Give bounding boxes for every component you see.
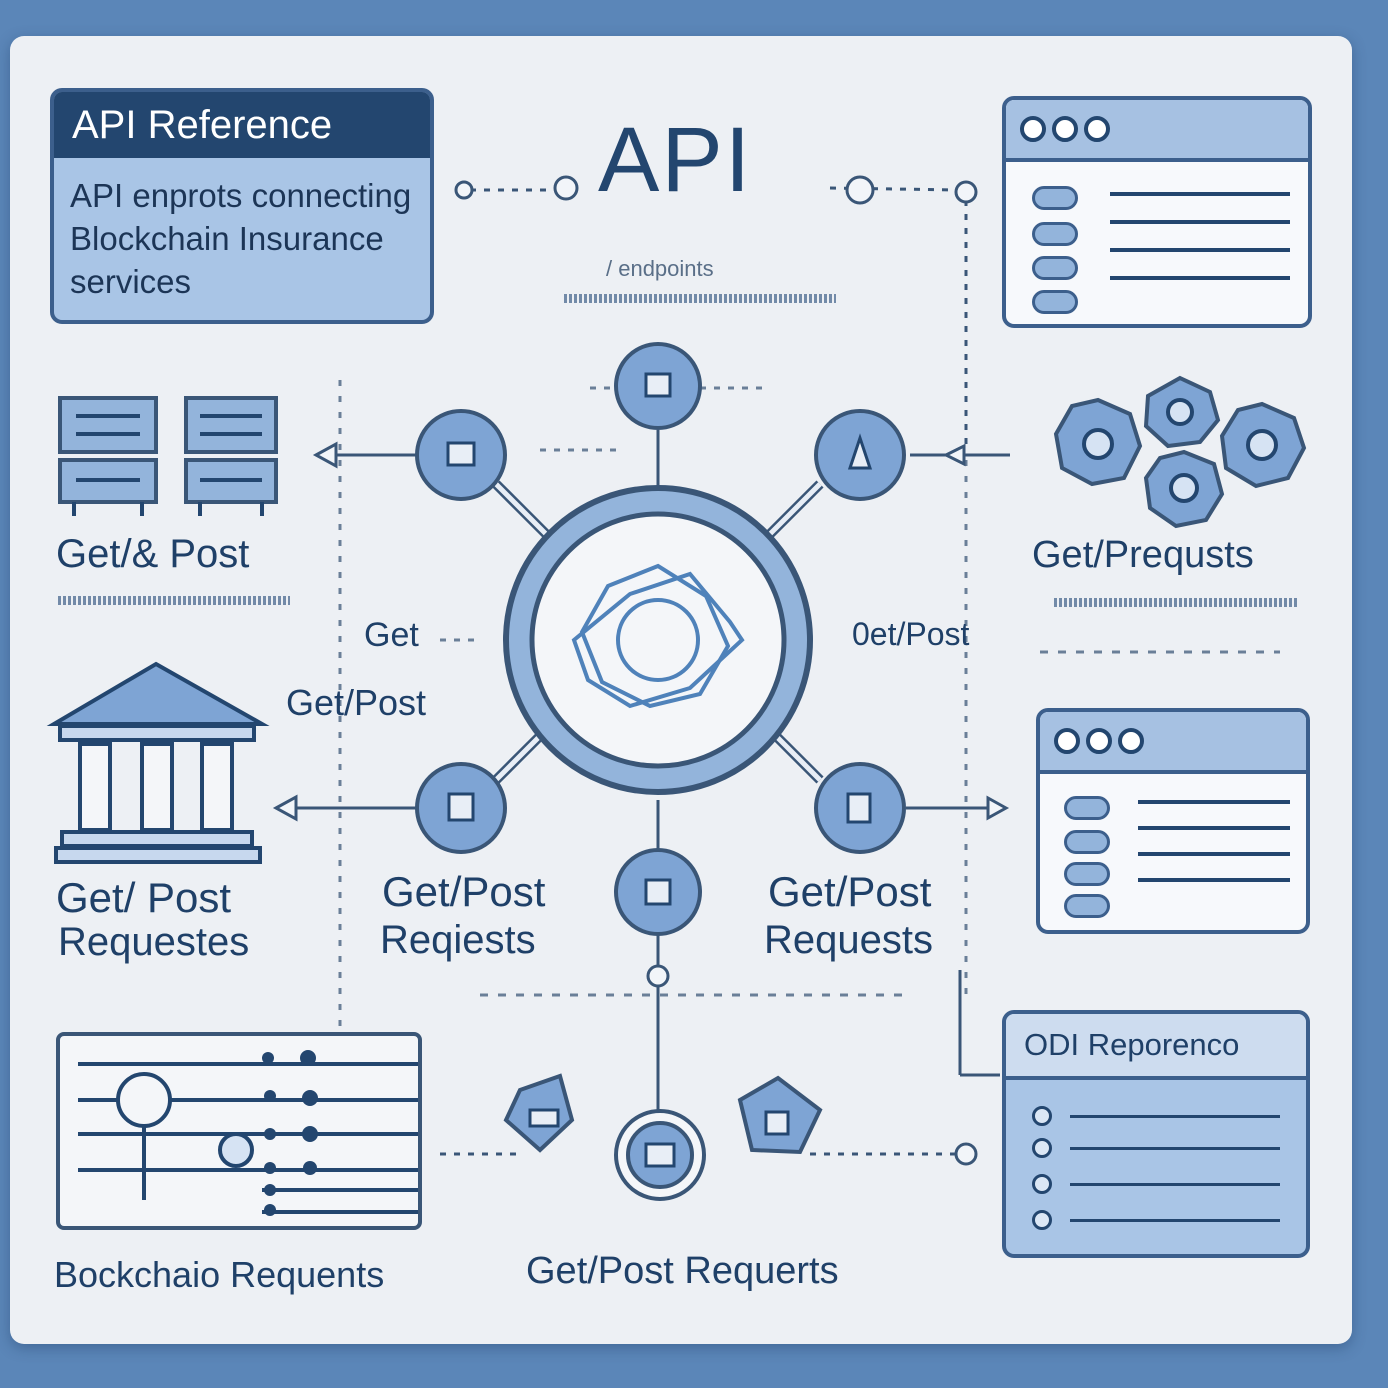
text-line	[1138, 852, 1290, 856]
label-get-post-requerts: Get/Post Requerts	[526, 1250, 839, 1292]
window-row	[1064, 796, 1110, 820]
caption-scribble	[1054, 598, 1298, 607]
reference-item	[1032, 1210, 1280, 1230]
text-line	[1070, 1146, 1280, 1150]
window-row	[1032, 290, 1078, 314]
toggle-pill-icon	[1032, 290, 1078, 314]
text-line	[1138, 800, 1290, 804]
window-dot-icon	[1052, 116, 1078, 142]
text-line	[1070, 1218, 1280, 1222]
toggle-pill-icon	[1064, 894, 1110, 918]
window-dot-icon	[1118, 728, 1144, 754]
bullet-icon	[1032, 1106, 1052, 1126]
window-row	[1032, 222, 1078, 246]
label-center-left-1: Get/Post	[382, 868, 546, 915]
bullet-icon	[1032, 1174, 1052, 1194]
toggle-pill-icon	[1064, 796, 1110, 820]
window-dot-icon	[1086, 728, 1112, 754]
toggle-pill-icon	[1064, 830, 1110, 854]
reference-window-title: ODI Reporenco	[1006, 1014, 1306, 1080]
label-get: Get	[364, 616, 419, 654]
toggle-pill-icon	[1032, 186, 1078, 210]
api-reference-line-1: API enprots connecting	[70, 177, 412, 214]
reference-window: ODI Reporenco	[1002, 1010, 1310, 1258]
text-line	[1070, 1114, 1280, 1118]
label-center-right-2: Requests	[764, 918, 933, 962]
window-row	[1064, 830, 1110, 854]
api-reference-description: API enprots connecting Blockchain Insura…	[54, 158, 430, 303]
window-titlebar	[1006, 100, 1308, 162]
text-line	[1138, 878, 1290, 882]
reference-item	[1032, 1174, 1280, 1194]
api-reference-line-3: services	[70, 263, 192, 300]
window-dot-icon	[1054, 728, 1080, 754]
window-row	[1032, 256, 1078, 280]
window-dot-icon	[1084, 116, 1110, 142]
endpoint-subtitle: / endpoints	[606, 256, 714, 281]
text-line	[1138, 826, 1290, 830]
caption-scribble	[58, 596, 290, 605]
window-row	[1032, 186, 1078, 210]
text-line	[1070, 1182, 1280, 1186]
window-row	[1064, 894, 1110, 918]
label-get-post-right: 0et/Post	[852, 616, 970, 652]
text-line	[1110, 192, 1290, 196]
text-line	[1110, 248, 1290, 252]
subtitle-scribble	[564, 294, 836, 303]
toggle-pill-icon	[1032, 256, 1078, 280]
window-titlebar	[1040, 712, 1306, 774]
toggle-pill-icon	[1032, 222, 1078, 246]
window-dot-icon	[1020, 116, 1046, 142]
bullet-icon	[1032, 1138, 1052, 1158]
label-get-post-requestes-2: Requestes	[58, 920, 250, 964]
label-get-and-post: Get/& Post	[56, 532, 250, 576]
api-reference-line-2: Blockchain Insurance	[70, 220, 384, 257]
api-reference-title: API Reference	[54, 92, 430, 158]
api-reference-card: API Reference API enprots connecting Blo…	[50, 88, 434, 324]
label-get-post-left: Get/Post	[286, 682, 427, 723]
browser-window-middle	[1036, 708, 1310, 934]
window-row	[1064, 862, 1110, 886]
label-get-post-requestes-1: Get/ Post	[56, 874, 232, 921]
label-get-prequsts: Get/Prequsts	[1032, 534, 1254, 576]
browser-window-top	[1002, 96, 1312, 328]
bullet-icon	[1032, 1210, 1052, 1230]
reference-item	[1032, 1106, 1280, 1126]
text-line	[1110, 276, 1290, 280]
text-line	[1110, 220, 1290, 224]
label-center-right-1: Get/Post	[768, 868, 932, 915]
reference-item	[1032, 1138, 1280, 1158]
toggle-pill-icon	[1064, 862, 1110, 886]
label-blockchain-requents: Bockchaio Requents	[54, 1254, 385, 1295]
page-title: API	[598, 109, 753, 211]
label-center-left-2: Reqiests	[380, 918, 536, 962]
